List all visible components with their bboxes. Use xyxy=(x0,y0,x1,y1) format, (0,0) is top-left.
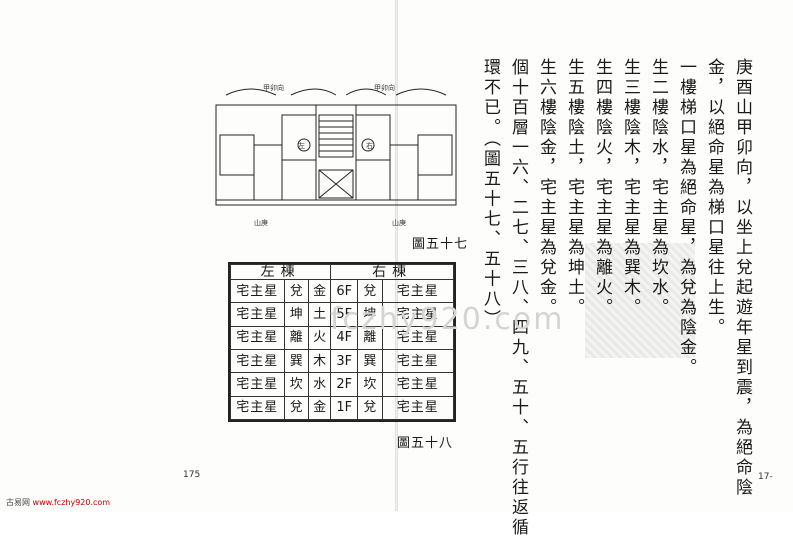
site-url: www.fczhy920.com xyxy=(32,498,111,507)
text-column: 生六樓陰金，宅主星為兌金。 xyxy=(536,58,556,318)
left-gua-cell: 離 xyxy=(283,325,310,350)
right-house-star-cell: 宅主星 xyxy=(381,325,455,350)
watermark-text: fczhy920.com xyxy=(330,302,565,337)
floor-plan-figure: 甲卯向 甲卯向 左 右 山庚 山庚 xyxy=(206,75,466,235)
plan-top-label-right: 甲卯向 xyxy=(374,84,395,92)
book-spine xyxy=(395,0,398,511)
right-gua-cell: 坎 xyxy=(357,372,383,397)
left-page xyxy=(0,0,396,511)
floor-cell: 5F xyxy=(330,302,359,327)
plan-top-label-left: 甲卯向 xyxy=(263,84,284,92)
right-gua-cell: 坤 xyxy=(357,302,383,327)
left-house-star-cell: 宅主星 xyxy=(230,372,285,397)
floor-cell: 4F xyxy=(330,325,359,350)
left-house-star-cell: 宅主星 xyxy=(230,302,285,327)
left-house-star-cell: 宅主星 xyxy=(230,395,285,421)
left-gua-cell: 坎 xyxy=(283,372,310,397)
element-cell: 金 xyxy=(308,395,332,421)
left-house-star-cell: 宅主星 xyxy=(230,278,285,304)
floor-cell: 6F xyxy=(330,278,359,304)
plan-bottom-label-right: 山庚 xyxy=(392,219,406,227)
right-gua-cell: 兌 xyxy=(357,395,383,421)
floor-plan-drawing xyxy=(215,88,457,206)
right-house-star-cell: 宅主星 xyxy=(381,372,455,397)
text-column: 庚酉山甲卯向，以坐上兌起遊年星到震，為絕命陰 xyxy=(732,58,752,498)
left-house-star-cell: 宅主星 xyxy=(230,325,285,350)
right-house-star-cell: 宅主星 xyxy=(381,348,455,374)
element-cell: 火 xyxy=(308,325,332,350)
element-cell: 水 xyxy=(308,372,332,397)
text-column: 金，以絕命星為梯口星往上生。 xyxy=(704,58,724,338)
right-gua-cell: 離 xyxy=(357,325,383,350)
right-house-star-cell: 宅主星 xyxy=(381,278,455,304)
right-page-number: 17- xyxy=(758,472,773,482)
element-cell: 土 xyxy=(308,302,332,327)
left-gua-cell: 兌 xyxy=(283,278,310,304)
text-column: 生五樓陰土，宅主星為坤土。 xyxy=(564,58,584,318)
text-column: 生三樓陰木，宅主星為巽木。 xyxy=(620,58,640,318)
floor-cell: 3F xyxy=(330,348,359,374)
text-column: 生四樓陰火，宅主星為離火。 xyxy=(592,58,612,318)
faded-stamp xyxy=(585,243,695,358)
plan-bottom-label-left: 山庚 xyxy=(254,219,268,227)
left-house-star-cell: 宅主星 xyxy=(230,348,285,374)
footer-logo[interactable]: 古易网 www.fczhy920.com xyxy=(6,497,110,508)
text-column: 一樓梯口星為絕命星，為兌為陰金。 xyxy=(676,58,696,378)
left-building-header: 左棟 xyxy=(229,264,332,280)
right-house-star-cell: 宅主星 xyxy=(381,395,455,421)
element-cell: 木 xyxy=(308,348,332,374)
text-column: 個十百層一六、二七、三八、四九、五十、五行往返循 xyxy=(508,58,528,538)
left-gua-cell: 坤 xyxy=(283,302,310,327)
figure-57-caption: 圖五十七 xyxy=(412,237,469,252)
floor-cell: 1F xyxy=(330,395,359,421)
floor-cell: 2F xyxy=(330,372,359,397)
figure-58-caption: 圖五十八 xyxy=(397,436,454,451)
site-name: 古易网 xyxy=(6,498,30,507)
plan-left-marker: 左 xyxy=(298,142,305,150)
right-gua-cell: 巽 xyxy=(357,348,383,374)
text-column: 環不已。（圖五十七、五十八） xyxy=(480,58,500,330)
left-gua-cell: 巽 xyxy=(283,348,310,374)
left-page-number: 175 xyxy=(183,470,201,480)
left-gua-cell: 兌 xyxy=(283,395,310,421)
right-building-header: 右棟 xyxy=(330,264,454,280)
plan-right-marker: 右 xyxy=(366,142,373,150)
text-column: 生二樓陰水，宅主星為坎水。 xyxy=(648,58,668,318)
element-cell: 金 xyxy=(308,278,332,304)
right-gua-cell: 兌 xyxy=(357,278,383,304)
vertical-text-block: 庚酉山甲卯向，以坐上兌起遊年星到震，為絕命陰 金，以絕命星為梯口星往上生。 一樓… xyxy=(477,58,753,538)
